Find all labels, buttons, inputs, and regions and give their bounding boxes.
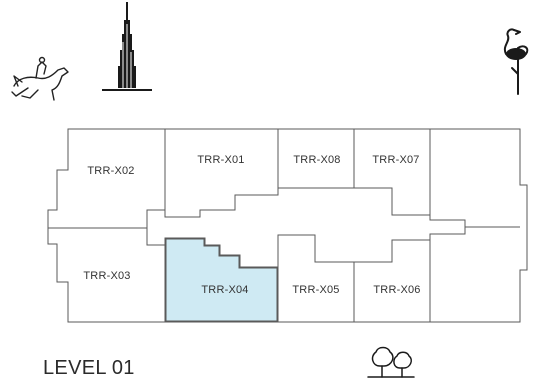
unit-TRR-X07[interactable]: TRR-X07 — [372, 154, 420, 166]
burj-tower-icon — [102, 2, 152, 91]
unit-TRR-X08[interactable]: TRR-X08 — [293, 154, 341, 166]
flamingo-icon — [503, 28, 529, 95]
unit-TRR-X01[interactable]: TRR-X01 — [197, 154, 245, 166]
trees-icon — [367, 346, 415, 378]
unit-TRR-X03[interactable]: TRR-X03 — [83, 270, 131, 282]
unit-TRR-X06[interactable]: TRR-X06 — [373, 284, 421, 296]
unit-TRR-X05[interactable]: TRR-X05 — [292, 284, 340, 296]
unit-TRR-X04[interactable]: TRR-X04 — [201, 284, 249, 296]
level-label: LEVEL 01 — [43, 357, 135, 379]
horse-rider-icon — [11, 56, 69, 101]
unit-TRR-X02[interactable]: TRR-X02 — [87, 165, 135, 177]
